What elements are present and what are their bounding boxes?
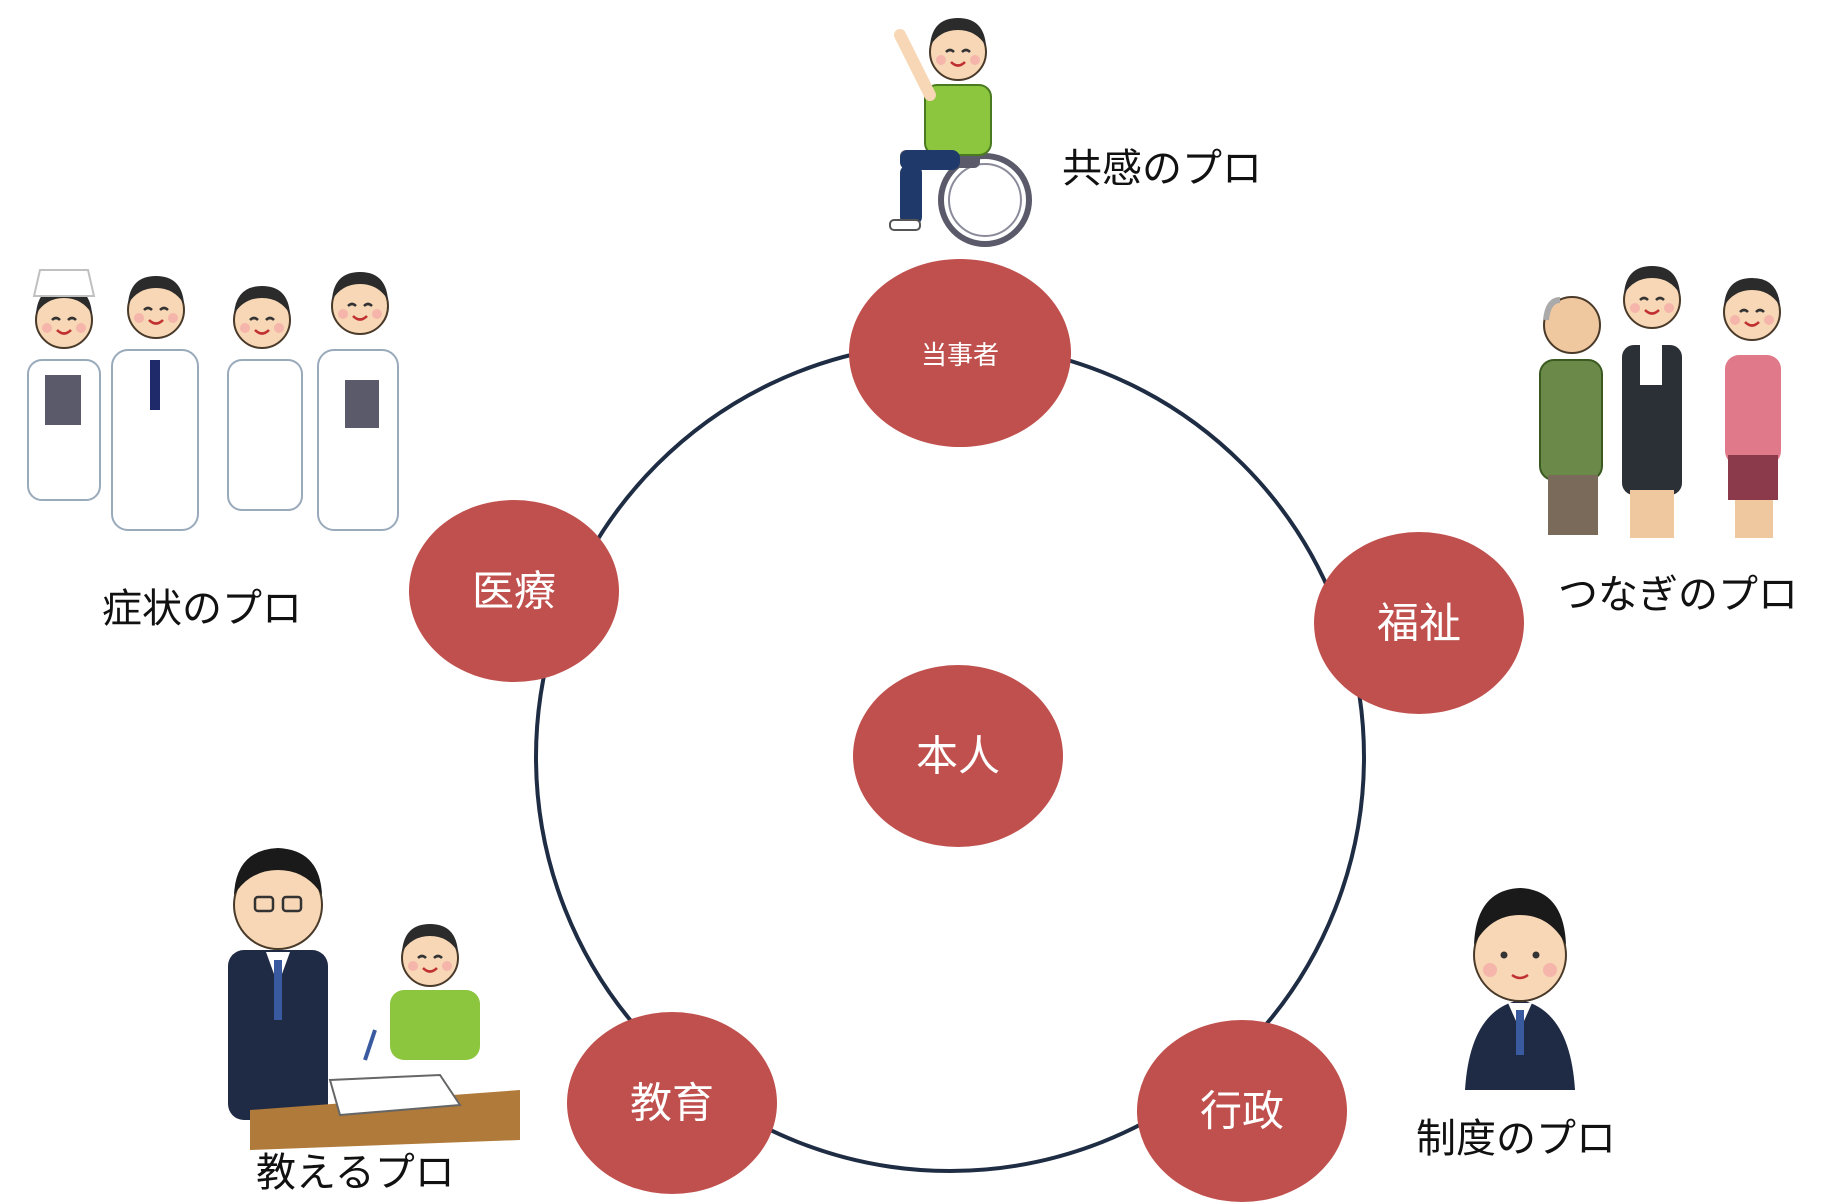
caption-gyosei: 制度のプロ <box>1416 1116 1616 1162</box>
civil-servant-illustration <box>1465 888 1575 1090</box>
center-label: 本人 <box>916 732 1000 781</box>
node-tojisha-label: 当事者 <box>921 341 999 371</box>
wheelchair-user-illustration <box>889 16 1032 247</box>
caption-iryo: 症状のプロ <box>102 586 302 632</box>
node-iryo: 医療 <box>409 500 619 682</box>
caption-kyoiku: 教えるプロ <box>256 1150 455 1196</box>
node-iryo-label: 医療 <box>472 567 556 616</box>
center-node: 本人 <box>853 665 1063 847</box>
caption-tojisha: 共感のプロ <box>1062 146 1262 192</box>
node-kyoiku-label: 教育 <box>630 1079 714 1128</box>
teacher-and-student-illustration <box>228 848 520 1150</box>
node-fukushi: 福祉 <box>1314 532 1524 714</box>
caption-fukushi: つなぎのプロ <box>1558 572 1798 618</box>
node-tojisha: 当事者 <box>849 259 1071 447</box>
node-fukushi-label: 福祉 <box>1377 599 1461 648</box>
node-gyosei: 行政 <box>1137 1020 1347 1202</box>
node-gyosei-label: 行政 <box>1200 1087 1284 1136</box>
medical-staff-illustration <box>27 269 399 531</box>
node-kyoiku: 教育 <box>567 1012 777 1194</box>
caregivers-with-elderly-man-illustration <box>1539 264 1782 538</box>
